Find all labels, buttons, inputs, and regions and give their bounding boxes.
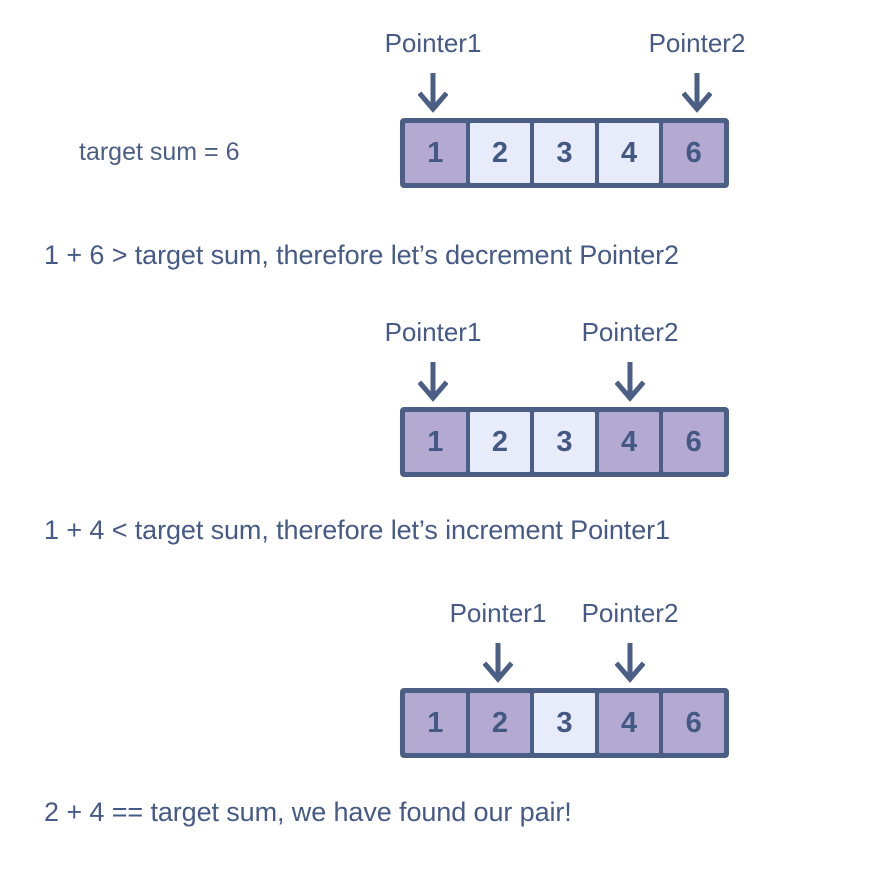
array-cell: 6 xyxy=(663,412,724,472)
step-2-caption: 1 + 4 < target sum, therefore let’s incr… xyxy=(44,515,670,545)
array-cell: 3 xyxy=(534,123,595,183)
step-1-pointer1-label: Pointer1 xyxy=(384,28,482,58)
step-2-pointer2-label: Pointer2 xyxy=(581,317,679,347)
array-cell: 2 xyxy=(469,693,531,753)
array-cell: 6 xyxy=(663,123,724,183)
step-3-caption: 2 + 4 == target sum, we have found our p… xyxy=(44,797,572,827)
arrow-down-icon xyxy=(615,362,645,402)
array-cell: 3 xyxy=(534,412,595,472)
array-cell: 6 xyxy=(663,693,724,753)
step-2-diagram: Pointer1 Pointer2 1 2 3 4 6 xyxy=(385,317,729,477)
step-2-array: 1 2 3 4 6 xyxy=(400,407,729,477)
arrow-down-icon xyxy=(682,73,712,113)
step-3-diagram: Pointer1 Pointer2 1 2 3 4 6 xyxy=(400,598,729,758)
step-1-pointer2-label: Pointer2 xyxy=(648,28,746,58)
array-cell: 2 xyxy=(469,412,531,472)
array-cell: 1 xyxy=(405,693,466,753)
array-cell: 2 xyxy=(469,123,531,183)
arrow-down-icon xyxy=(483,643,513,683)
step-3-pointer2-label: Pointer2 xyxy=(581,598,679,628)
array-cell: 1 xyxy=(405,123,466,183)
array-cell: 4 xyxy=(598,693,660,753)
arrow-down-icon xyxy=(615,643,645,683)
array-cell: 3 xyxy=(534,693,595,753)
step-1-array: 1 2 3 4 6 xyxy=(400,118,729,188)
arrow-down-icon xyxy=(418,73,448,113)
array-cell: 4 xyxy=(598,412,660,472)
step-2-pointer1-label: Pointer1 xyxy=(384,317,482,347)
target-sum-label: target sum = 6 xyxy=(79,138,240,166)
step-3-pointer1-label: Pointer1 xyxy=(449,598,547,628)
arrow-down-icon xyxy=(418,362,448,402)
step-1-diagram: Pointer1 Pointer2 1 2 3 4 6 xyxy=(385,28,745,188)
step-3-array: 1 2 3 4 6 xyxy=(400,688,729,758)
step-1-caption: 1 + 6 > target sum, therefore let’s decr… xyxy=(44,240,679,270)
array-cell: 1 xyxy=(405,412,466,472)
array-cell: 4 xyxy=(598,123,660,183)
